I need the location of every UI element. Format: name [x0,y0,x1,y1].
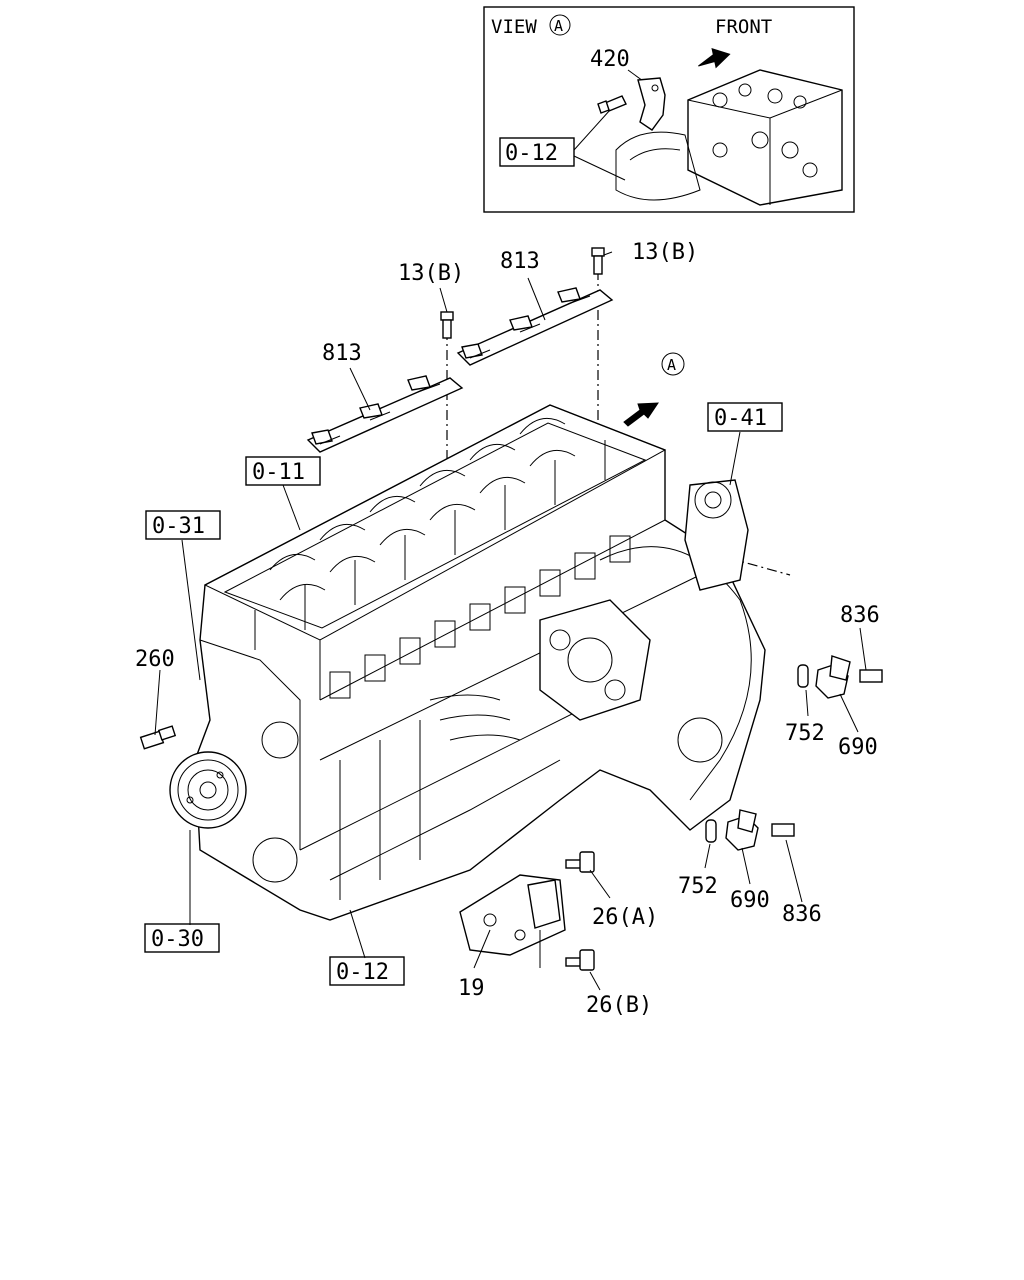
sensor-260 [139,725,177,750]
gasket-813-left [306,375,464,453]
engine-block [169,404,766,921]
ref-0-30: 0-30 [151,927,204,952]
oil-filter-assembly [684,479,749,591]
ref-box-0-30: 0-30 [144,923,220,953]
inset-front-label: FRONT [715,16,772,38]
ref-box-0-11: 0-11 [245,456,321,486]
gasket-813-top [456,287,614,366]
part-690-lower: 690 [730,888,770,913]
part-19: 19 [458,976,485,1001]
view-a-arrow-marker-circle [661,352,685,376]
bolt-26b [565,949,595,971]
part-813-left: 813 [322,341,362,366]
part-260: 260 [135,647,175,672]
ref-0-12: 0-12 [336,960,389,985]
leader-lines [154,251,867,991]
view-a-arrow-icon [623,402,659,427]
inset-ref-box-0-12 [499,137,575,167]
part-690-upper: 690 [838,735,878,760]
ref-box-0-41: 0-41 [707,402,783,432]
part-13b-right: 13(B) [632,240,698,265]
view-a-arrow-marker: A [667,356,676,374]
part-752-upper: 752 [785,721,825,746]
inset-ref-0-12: 0-12 [505,141,558,166]
crank-pulley [169,751,247,829]
ref-0-31: 0-31 [152,514,205,539]
part-13b-left: 13(B) [398,261,464,286]
part-813-top: 813 [500,249,540,274]
inset-view-marker-circle [549,14,571,36]
part-836-lower: 836 [782,902,822,927]
ref-box-0-31: 0-31 [145,510,221,540]
ref-box-0-12: 0-12 [329,956,405,986]
fuel-pump [539,599,651,721]
view-a-inset: VIEW A FRONT 420 0-12 [483,6,855,213]
ref-0-11: 0-11 [252,460,305,485]
part-26b: 26(B) [586,993,652,1018]
part-752-lower: 752 [678,874,718,899]
inset-view-title: VIEW [491,16,537,38]
inset-part-420: 420 [590,47,630,72]
sensor-set-upper [797,655,883,699]
bolt-13b-left [440,311,454,339]
bracket-19 [459,874,566,956]
front-arrow-icon [698,48,731,69]
inset-cylinder-head [615,69,843,206]
bracket-420 [637,77,666,131]
ref-0-41: 0-41 [714,406,767,431]
inset-frame [483,6,855,213]
bolt-13b-right [591,247,605,275]
part-26a: 26(A) [592,905,658,930]
part-836-upper: 836 [840,603,880,628]
sensor-set-lower [705,809,795,851]
inset-view-marker: A [554,17,563,35]
bolt-26a [565,851,595,873]
